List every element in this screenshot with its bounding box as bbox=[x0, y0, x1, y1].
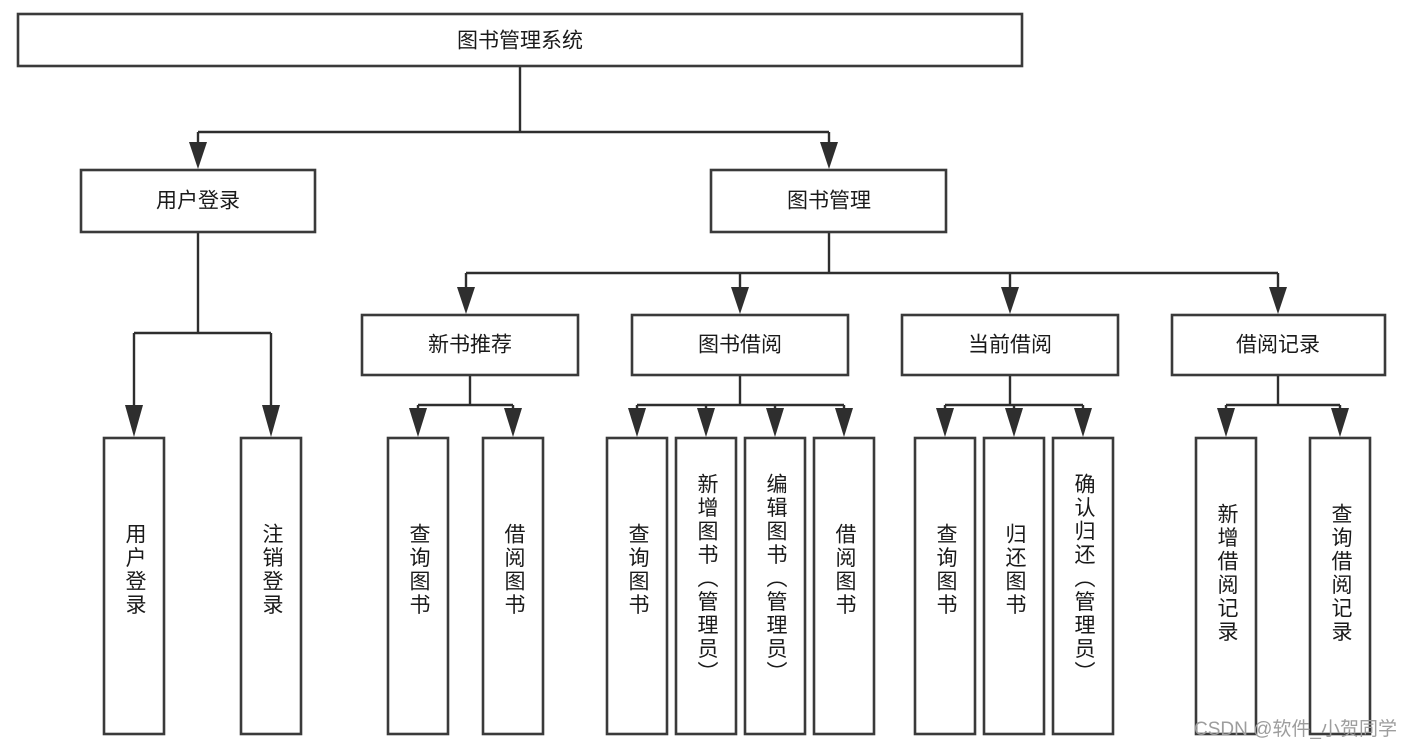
node-level3-new-book-recommend[interactable]: 新书推荐 bbox=[360, 313, 580, 377]
arrow-head-icon bbox=[1005, 408, 1023, 437]
connector-bookmgmt-to-level3 bbox=[457, 232, 1287, 314]
node-level3-borrow-record-label: 借阅记录 bbox=[1236, 334, 1320, 357]
node-root[interactable]: 图书管理系统 bbox=[16, 12, 1024, 68]
node-level3-new-book-recommend-label: 新书推荐 bbox=[428, 334, 512, 357]
arrow-head-icon bbox=[820, 142, 838, 169]
arrow-head-icon bbox=[628, 408, 646, 437]
node-level3-new-book-recommend-box[interactable] bbox=[360, 313, 580, 377]
node-level3-book-borrow-box[interactable] bbox=[630, 313, 850, 377]
node-level3-book-borrow[interactable]: 图书借阅 bbox=[630, 313, 850, 377]
leaf-box[interactable] bbox=[674, 436, 738, 736]
arrow-head-icon bbox=[1331, 408, 1349, 437]
node-level3-borrow-record-box[interactable] bbox=[1170, 313, 1387, 377]
arrow-head-icon bbox=[125, 405, 143, 437]
node-level2-book-management[interactable]: 图书管理 bbox=[709, 168, 948, 234]
arrow-head-icon bbox=[936, 408, 954, 437]
arrow-head-icon bbox=[697, 408, 715, 437]
arrow-head-icon bbox=[457, 287, 475, 314]
leaf-box[interactable] bbox=[913, 436, 977, 736]
leaf-box[interactable] bbox=[812, 436, 876, 736]
leaf-box[interactable] bbox=[605, 436, 669, 736]
connector-borrow-to-leaves bbox=[628, 375, 853, 437]
leaf-box[interactable] bbox=[1051, 436, 1115, 736]
node-level3-current-borrow[interactable]: 当前借阅 bbox=[900, 313, 1120, 377]
leaf-box[interactable] bbox=[743, 436, 807, 736]
arrow-head-icon bbox=[409, 408, 427, 437]
node-level2-book-management-box[interactable] bbox=[709, 168, 948, 234]
watermark: CSDN @软件_小贺同学 bbox=[1194, 719, 1397, 740]
node-level2-user-login-box[interactable] bbox=[79, 168, 317, 234]
leaf-box[interactable] bbox=[102, 436, 166, 736]
leaf-box[interactable] bbox=[239, 436, 303, 736]
leaf-box[interactable] bbox=[481, 436, 545, 736]
node-level3-current-borrow-label: 当前借阅 bbox=[968, 334, 1052, 357]
node-level3-book-borrow-label: 图书借阅 bbox=[698, 334, 782, 357]
connector-current-to-leaves bbox=[936, 375, 1092, 437]
node-root-box[interactable] bbox=[16, 12, 1024, 68]
node-level3-borrow-record[interactable]: 借阅记录 bbox=[1170, 313, 1387, 377]
node-level2-book-management-label: 图书管理 bbox=[787, 190, 871, 213]
node-level2-user-login[interactable]: 用户登录 bbox=[79, 168, 317, 234]
leaf-box[interactable] bbox=[1194, 436, 1258, 736]
arrow-head-icon bbox=[504, 408, 522, 437]
arrow-head-icon bbox=[1217, 408, 1235, 437]
arrow-head-icon bbox=[731, 287, 749, 314]
node-level3-current-borrow-box[interactable] bbox=[900, 313, 1120, 377]
arrow-head-icon bbox=[1001, 287, 1019, 314]
leaf-box[interactable] bbox=[386, 436, 450, 736]
connector-userlogin-to-leaves bbox=[125, 232, 280, 437]
connector-root-to-level2 bbox=[189, 66, 838, 169]
arrow-head-icon bbox=[1074, 408, 1092, 437]
arrow-head-icon bbox=[262, 405, 280, 437]
leaf-box[interactable] bbox=[1308, 436, 1372, 736]
node-root-label: 图书管理系统 bbox=[457, 30, 583, 53]
leaf-box[interactable] bbox=[982, 436, 1046, 736]
connector-newbook-to-leaves bbox=[409, 375, 522, 437]
connector-record-to-leaves bbox=[1217, 375, 1349, 437]
arrow-head-icon bbox=[766, 408, 784, 437]
node-level2-user-login-label: 用户登录 bbox=[156, 190, 240, 213]
arrow-head-icon bbox=[835, 408, 853, 437]
arrow-head-icon bbox=[189, 142, 207, 169]
arrow-head-icon bbox=[1269, 287, 1287, 314]
